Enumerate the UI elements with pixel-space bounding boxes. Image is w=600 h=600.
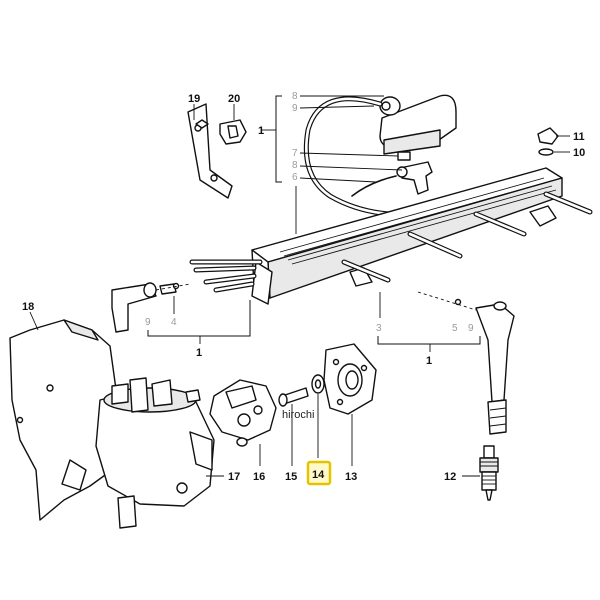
left-faint-refs: 9 4 xyxy=(145,317,177,328)
callout-15: 15 xyxy=(285,471,297,483)
rotor-part-16 xyxy=(209,379,277,447)
callout-11: 11 xyxy=(573,131,585,143)
distributor-body-part-17 xyxy=(95,377,215,529)
svg-text:9: 9 xyxy=(468,323,474,334)
watermark-text: hirochi xyxy=(282,409,314,421)
svg-text:5: 5 xyxy=(452,323,458,334)
callout-12: 12 xyxy=(444,471,456,483)
bracket-left-1 xyxy=(147,300,251,337)
bracket-top-1 xyxy=(275,95,282,183)
right-faint-refs: 3 5 9 xyxy=(376,323,474,334)
screw-part-15 xyxy=(278,387,309,407)
left-plug-boot xyxy=(111,282,180,333)
callout-1-top: 1 xyxy=(258,125,264,137)
svg-text:8: 8 xyxy=(292,160,298,171)
washer-part-14 xyxy=(311,374,325,394)
top-faint-refs: 8 9 7 8 6 xyxy=(292,91,298,183)
callout-14: 14 xyxy=(312,469,325,481)
callout-1-left: 1 xyxy=(196,347,202,359)
nut-part-11 xyxy=(537,127,559,145)
bracket-right-1 xyxy=(377,336,481,345)
svg-text:8: 8 xyxy=(292,91,298,102)
callout-20: 20 xyxy=(228,93,240,105)
svg-text:3: 3 xyxy=(376,323,382,334)
callout-1-right: 1 xyxy=(426,355,432,367)
washer-part-10 xyxy=(538,148,554,156)
svg-text:4: 4 xyxy=(171,317,177,328)
right-plug-boot xyxy=(475,301,515,435)
svg-text:9: 9 xyxy=(145,317,151,328)
callout-14-highlight[interactable]: 14 xyxy=(306,460,332,486)
svg-text:7: 7 xyxy=(292,148,298,159)
wire-harness-rail xyxy=(251,167,563,305)
svg-text:9: 9 xyxy=(292,103,298,114)
callout-18: 18 xyxy=(22,301,34,313)
flange-plate-part-13 xyxy=(323,343,377,415)
callout-10: 10 xyxy=(573,147,585,159)
bracket-part-19 xyxy=(187,103,233,199)
callout-13: 13 xyxy=(345,471,357,483)
callout-17: 17 xyxy=(228,471,240,483)
spark-plug-part-12 xyxy=(479,445,499,501)
coil-wire-plug xyxy=(396,161,433,195)
svg-text:6: 6 xyxy=(292,172,298,183)
callout-19: 19 xyxy=(188,93,200,105)
rail-plug-wires xyxy=(189,191,593,293)
callout-16: 16 xyxy=(253,471,265,483)
coil-cap xyxy=(379,94,457,161)
clip-part-20 xyxy=(219,119,247,145)
